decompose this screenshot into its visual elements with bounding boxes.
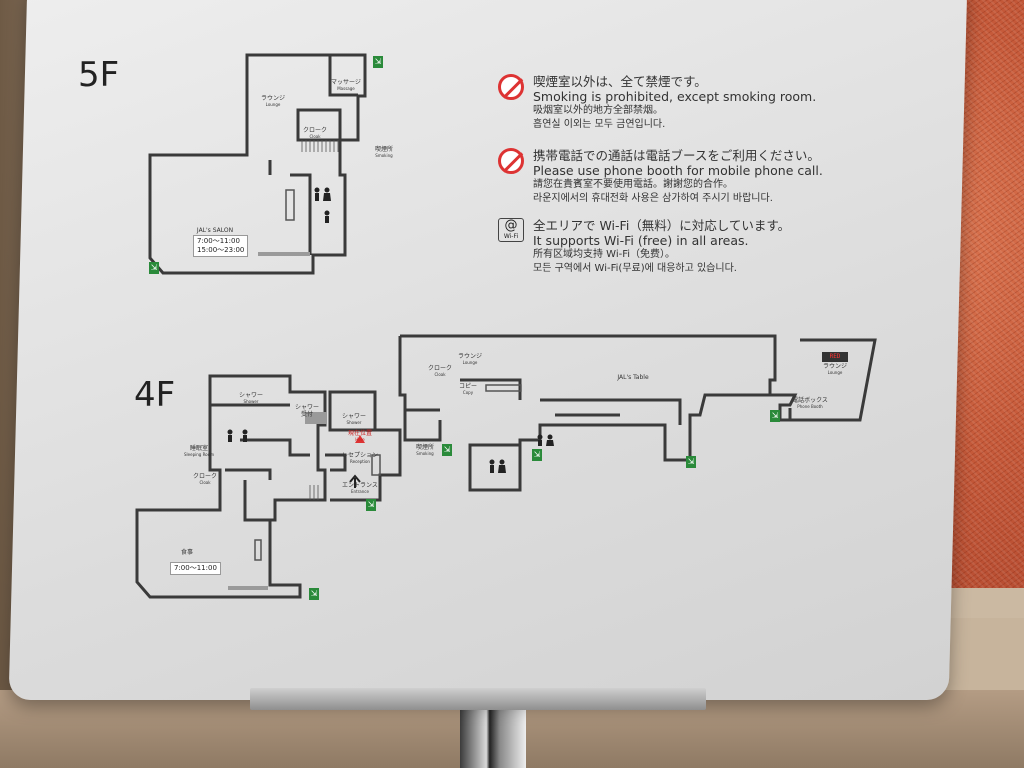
notice-smoking: 喫煙室以外は、全て禁煙です。 Smoking is prohibited, ex…	[533, 74, 816, 132]
exit-icon: ⇲	[309, 588, 319, 600]
4f-right-outline	[400, 334, 777, 492]
label-4f-red-lounge-jp: ラウンジ	[822, 363, 847, 370]
notice-phone: 携帯電話での通話は電話ブースをご利用ください。 Please use phone…	[533, 148, 823, 206]
wifi-icon-label: Wi-Fi	[503, 233, 519, 240]
label-4f-reception-en: Reception	[350, 458, 370, 464]
label-4f-sleeping-jp: 睡眠室	[189, 445, 208, 452]
label-4f-copy: コピー Copy	[455, 383, 481, 395]
label-4f-jals-table: JAL's Table	[617, 374, 649, 381]
salon-hours-evening: 15:00～23:00	[197, 246, 245, 254]
exit-icon: ⇲	[770, 410, 780, 422]
notice-wifi-en: It supports Wi-Fi (free) in all areas.	[533, 233, 749, 248]
label-4f-shower-en: Shower	[243, 398, 259, 404]
label-4f-cloak: クローク Cloak	[425, 365, 455, 377]
label-4f-red-lounge: ラウンジ Lounge	[818, 363, 852, 375]
label-4f-entrance-jp: エントランス	[342, 482, 378, 489]
exit-icon: ⇲	[366, 499, 376, 511]
label-4f-current-en: Here	[355, 436, 365, 442]
label-4f-lounge: ラウンジ Lounge	[455, 353, 485, 365]
no-phone-icon	[498, 148, 524, 174]
exit-icon: ⇲	[149, 262, 159, 274]
label-4f-current-jp: 現在位置	[347, 430, 372, 437]
notice-smoking-jp: 喫煙室以外は、全て禁煙です。	[533, 74, 707, 89]
label-4f-smoking-en: Smoking	[416, 450, 434, 456]
label-4f-shower-room-en: Shower	[346, 419, 362, 425]
label-5f-salon: JAL's SALON	[196, 227, 234, 234]
4f-left-outline	[135, 374, 327, 599]
wifi-icon-symbol: @	[504, 218, 518, 233]
label-4f-cloak-left: クローク Cloak	[190, 473, 220, 485]
label-4f-lounge-jp: ラウンジ	[457, 353, 482, 360]
notice-wifi-jp: 全エリアで Wi-Fi（無料）に対応しています。	[533, 218, 791, 233]
label-4f-phone-booth: 電話ボックス Phone Booth	[790, 397, 830, 409]
notice-smoking-ko: 흡연실 이외는 모두 금연입니다.	[533, 119, 666, 130]
label-4f-shower-reception: シャワー受付	[294, 404, 319, 418]
salon-hours: 7:00～11:00 15:00～23:00	[193, 235, 249, 257]
label-5f-smoking: 喫煙所 Smoking	[370, 146, 398, 158]
notice-wifi: 全エリアで Wi-Fi（無料）に対応しています。 It supports Wi-…	[533, 218, 790, 276]
label-5f-cloak-jp: クローク	[302, 127, 327, 134]
label-5f-smoking-jp: 喫煙所	[374, 146, 393, 153]
5f-outline	[148, 53, 367, 275]
label-5f-massage: マッサージ Massage	[329, 79, 363, 91]
label-4f-cloak-jp: クローク	[427, 365, 452, 372]
label-4f-shower-jp: シャワー	[238, 392, 263, 399]
label-4f-smoking: 喫煙所 Smoking	[410, 444, 440, 456]
label-4f-reception: レセプション Reception	[340, 452, 380, 464]
label-4f-cloak-left-en: Cloak	[199, 479, 211, 485]
board-rail	[250, 688, 706, 710]
label-4f-entrance: エントランス Entrance	[340, 482, 380, 494]
label-4f-current-position: 現在位置 Here	[345, 430, 375, 442]
notice-phone-en: Please use phone booth for mobile phone …	[533, 163, 823, 178]
label-5f-lounge: ラウンジ Lounge	[258, 95, 288, 107]
label-4f-lounge-en: Lounge	[462, 359, 478, 365]
label-4f-sleeping: 睡眠室 Sleeping Room	[184, 445, 214, 457]
label-4f-smoking-jp: 喫煙所	[415, 444, 434, 451]
label-4f-shower-room-jp: シャワー	[341, 413, 366, 420]
red-lounge-sign: RED	[822, 352, 848, 362]
dining-hours: 7:00～11:00	[170, 562, 221, 575]
label-5f-massage-jp: マッサージ	[331, 79, 361, 86]
label-4f-phone-en: Phone Booth	[797, 403, 823, 409]
notice-phone-zh: 請您在貴賓室不要使用電話。謝謝您的合作。	[533, 179, 733, 190]
label-4f-sleeping-en: Sleeping Room	[184, 451, 214, 457]
label-4f-entrance-en: Entrance	[351, 488, 369, 494]
salon-hours-morning: 7:00～11:00	[197, 237, 240, 245]
label-5f-lounge-jp: ラウンジ	[260, 95, 285, 102]
wifi-icon: @ Wi-Fi	[498, 218, 524, 242]
label-4f-red-lounge-en: Lounge	[827, 369, 843, 375]
label-4f-copy-en: Copy	[462, 389, 474, 395]
notice-wifi-zh: 所有区域均支持 Wi-Fi（免费）。	[533, 249, 676, 260]
sign-stand	[460, 705, 526, 768]
label-5f-lounge-en: Lounge	[265, 101, 281, 107]
label-4f-phone-jp: 電話ボックス	[792, 397, 828, 404]
label-4f-reception-jp: レセプション	[341, 452, 378, 459]
label-5f-cloak-en: Cloak	[309, 133, 321, 139]
label-4f-cloak-en: Cloak	[434, 371, 446, 377]
notice-smoking-en: Smoking is prohibited, except smoking ro…	[533, 89, 817, 104]
notice-phone-jp: 携帯電話での通話は電話ブースをご利用ください。	[533, 148, 820, 163]
label-4f-dining: 食事	[180, 549, 193, 556]
red-lounge-outline	[770, 338, 877, 422]
exit-icon: ⇲	[442, 444, 452, 456]
notice-smoking-zh: 吸烟室以外的地方全部禁烟。	[533, 105, 663, 116]
no-smoking-icon	[498, 74, 524, 100]
label-5f-cloak: クローク Cloak	[300, 127, 330, 139]
label-5f-smoking-en: Smoking	[375, 152, 393, 158]
floor-label-4f: 4F	[134, 375, 176, 415]
exit-icon: ⇲	[532, 449, 542, 461]
notice-wifi-ko: 모든 구역에서 Wi-Fi(무료)에 대응하고 있습니다.	[533, 263, 737, 274]
exit-icon: ⇲	[373, 56, 383, 68]
label-4f-cloak-left-jp: クローク	[192, 473, 217, 480]
label-5f-massage-en: Massage	[337, 85, 355, 91]
label-4f-shower-room: シャワー Shower	[339, 413, 369, 425]
notice-phone-ko: 라운지에서의 휴대전화 사용은 삼가하여 주시기 바랍니다.	[533, 193, 773, 204]
label-4f-shower: シャワー Shower	[236, 392, 266, 404]
floor-label-5f: 5F	[78, 55, 120, 95]
label-4f-copy-jp: コピー	[458, 383, 477, 390]
exit-icon: ⇲	[686, 456, 696, 468]
